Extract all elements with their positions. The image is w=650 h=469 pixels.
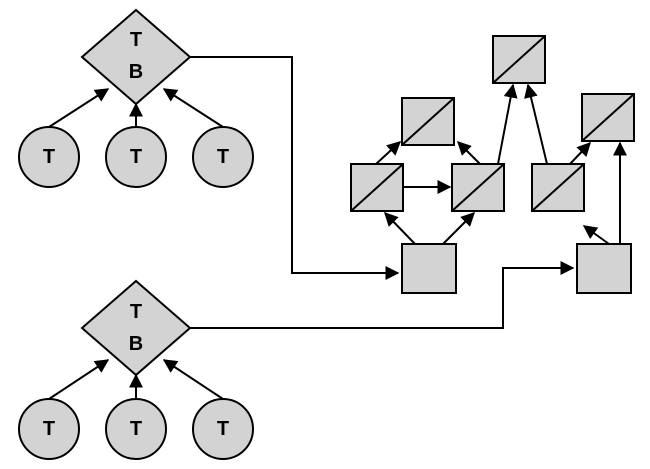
slashed-square-c bbox=[451, 163, 505, 212]
top-diamond-label-t: T bbox=[130, 29, 142, 51]
slashed-square-a bbox=[401, 97, 455, 146]
bottom-group: T B T T T bbox=[18, 279, 254, 460]
top-arrow-right-to-diamond bbox=[162, 88, 224, 128]
arrow-b-to-a bbox=[375, 141, 402, 165]
top-tb-diamond bbox=[80, 8, 192, 106]
top-arrow-left-to-diamond bbox=[48, 88, 110, 128]
bottom-tb-diamond bbox=[80, 279, 192, 377]
slashed-square-d bbox=[492, 35, 546, 84]
connector-bottom-diamond-to-plain-square-2 bbox=[190, 261, 575, 329]
bottom-diamond-label-b: B bbox=[129, 333, 143, 355]
arrow-c-to-a bbox=[457, 141, 481, 165]
slashed-square-f bbox=[581, 93, 635, 142]
top-circle-left-label: T bbox=[43, 146, 55, 168]
slashed-square-e bbox=[531, 163, 585, 212]
arrow-e-to-f bbox=[569, 141, 591, 165]
top-diamond-label-b: B bbox=[129, 61, 143, 83]
bottom-arrow-right-to-diamond bbox=[162, 359, 224, 400]
connector-top-diamond-to-plain-square-1 bbox=[190, 56, 400, 280]
bottom-circle-middle-label: T bbox=[130, 418, 142, 440]
bottom-diamond-label-t: T bbox=[130, 301, 142, 323]
top-circle-right-label: T bbox=[217, 146, 229, 168]
arrow-c-to-d bbox=[497, 83, 518, 165]
arrow-e-to-d bbox=[524, 83, 548, 165]
bottom-circle-left-label: T bbox=[43, 418, 55, 440]
bottom-arrow-left-to-diamond bbox=[48, 359, 110, 400]
arrow-square-2-to-e bbox=[582, 225, 610, 245]
bottom-circle-right-label: T bbox=[217, 418, 229, 440]
plain-square-1 bbox=[401, 243, 457, 294]
arrow-square-1-to-b bbox=[384, 211, 416, 245]
plain-square-2 bbox=[576, 243, 632, 294]
slashed-square-b bbox=[350, 163, 404, 212]
top-group: T B T T T bbox=[18, 8, 254, 188]
top-circle-middle-label: T bbox=[130, 146, 142, 168]
arrow-square-1-to-c bbox=[442, 212, 475, 245]
